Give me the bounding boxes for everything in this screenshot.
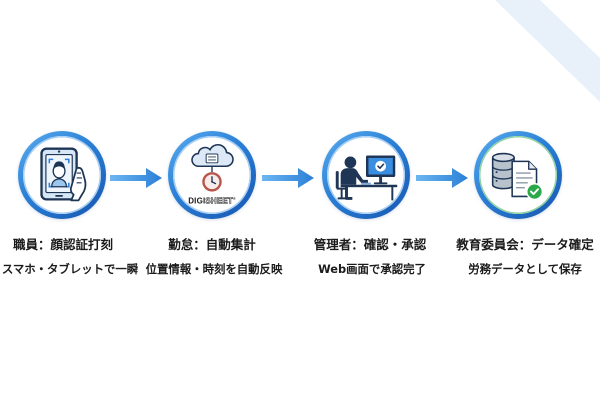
clock-icon	[202, 172, 222, 192]
arrow-right-icon	[416, 168, 468, 188]
check-icon	[526, 183, 544, 201]
monitor-icon	[366, 155, 396, 185]
check-circle-icon	[375, 160, 386, 172]
arrow-right-icon	[262, 168, 314, 188]
step-4-subtitle: 労務データとして保存	[468, 262, 582, 276]
database-document-check-icon	[491, 152, 544, 201]
step-3-icon-circle	[322, 131, 410, 219]
step-2-title: 勤怠：自動集計	[168, 237, 256, 252]
logo-part-2: SHEET	[205, 197, 233, 206]
person-icon	[335, 156, 368, 200]
step-1-icon-circle	[18, 131, 106, 219]
cloud-icon	[191, 144, 234, 173]
decorative-stripe	[495, 0, 600, 102]
logo-mark: ®	[233, 197, 236, 201]
step-4-title: 教育委員会：データ確定	[456, 237, 594, 252]
step-3-title: 管理者：確認・承認	[313, 237, 427, 252]
step-3-subtitle: Web画面で承認完了	[318, 262, 426, 276]
hand-icon	[69, 166, 87, 202]
cloud-server-clock-icon: DIGISHEET®	[188, 144, 236, 206]
database-icon	[491, 152, 515, 190]
person-monitor-check-icon	[335, 155, 398, 201]
tablet-face-scan-icon	[40, 147, 87, 202]
svg-text:DIGISHEET®: DIGISHEET®	[188, 197, 236, 206]
logo-part-1: DIGI	[188, 197, 205, 206]
desk-icon	[340, 182, 398, 201]
step-4-icon-circle	[474, 131, 562, 219]
face-scan-icon	[48, 158, 70, 188]
step-2-subtitle: 位置情報・時刻を自動反映	[145, 262, 283, 276]
arrow-right-icon	[110, 168, 162, 188]
step-1-title: 職員：顔認証打刻	[12, 237, 113, 252]
step-2-icon-circle: DIGISHEET®	[168, 131, 256, 219]
digisheet-logo: DIGISHEET®	[188, 196, 236, 206]
step-1-subtitle: スマホ・タブレットで一瞬	[1, 262, 139, 276]
